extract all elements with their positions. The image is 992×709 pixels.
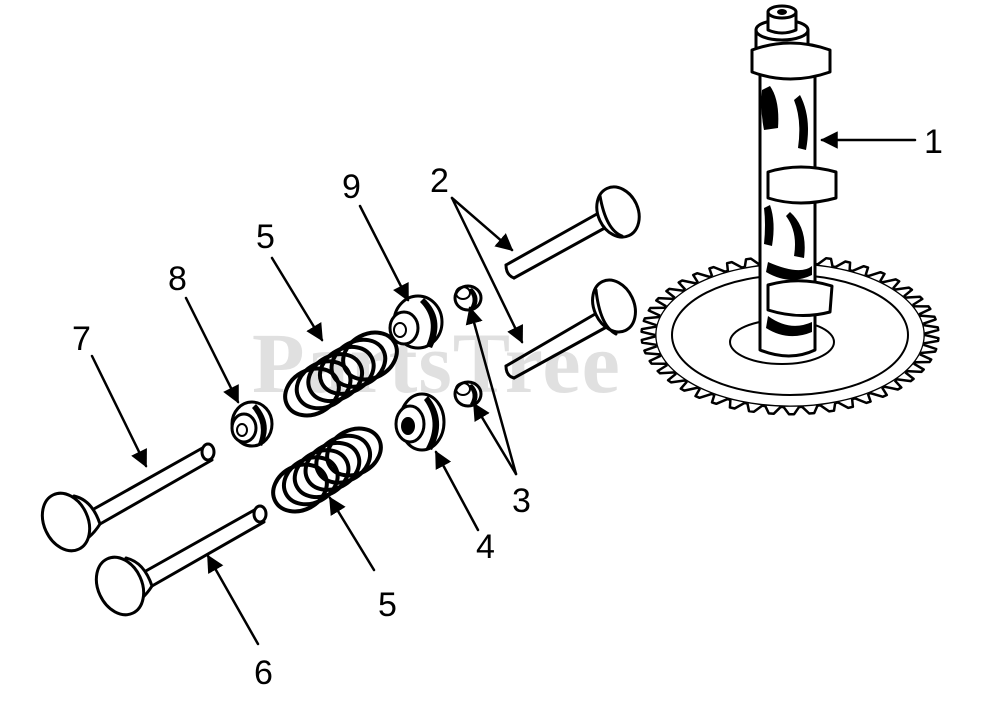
- callout-5-lower: 5: [378, 586, 397, 624]
- valve-spring-upper: [283, 330, 399, 418]
- callout-8: 8: [168, 260, 187, 298]
- tappet-lower: [504, 278, 637, 380]
- valve-seal: [230, 400, 274, 448]
- spring-retainer-lower: [394, 392, 446, 452]
- leader-lines: [90, 131, 917, 646]
- exhaust-valve: [40, 442, 216, 553]
- callout-3: 3: [512, 482, 531, 520]
- valve-spring-lower: [271, 426, 383, 514]
- callout-2: 2: [430, 162, 449, 200]
- spring-retainer-upper: [388, 294, 444, 350]
- tappet-upper: [504, 185, 641, 280]
- camshaft: [750, 4, 838, 358]
- callout-1: 1: [924, 123, 943, 161]
- callout-7: 7: [72, 320, 91, 358]
- callout-4: 4: [476, 528, 495, 566]
- callout-6: 6: [254, 654, 273, 692]
- intake-valve: [94, 504, 268, 617]
- callout-9: 9: [342, 168, 361, 206]
- callout-5-upper: 5: [256, 218, 275, 256]
- valve-keeper-upper: [453, 284, 483, 312]
- valve-keeper-lower: [453, 380, 483, 408]
